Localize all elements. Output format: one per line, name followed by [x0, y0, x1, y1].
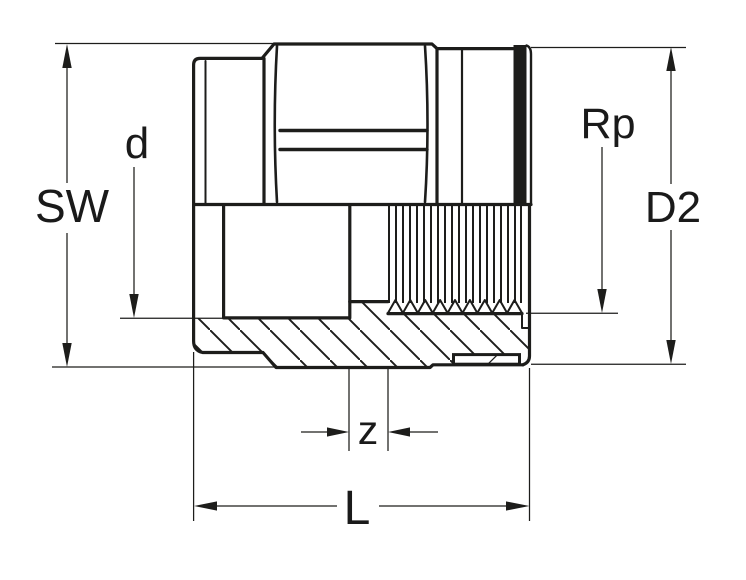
arrow-down-icon — [62, 343, 72, 367]
dimension-label-z: z — [358, 407, 379, 453]
internal-thread-lines — [387, 205, 523, 314]
arrow-left-icon — [388, 427, 410, 437]
arrow-down-icon — [129, 294, 139, 318]
thread-runout-notch — [521, 312, 531, 329]
bottom-groove-detail — [452, 353, 521, 366]
section-outline — [192, 203, 532, 370]
hex-right-arc — [423, 44, 429, 204]
dimension-d2: D2 — [531, 46, 701, 365]
arrow-down-icon — [666, 340, 676, 364]
dimension-label-d2: D2 — [645, 183, 701, 232]
arrow-right-icon — [327, 427, 349, 437]
dimension-rp: Rp — [526, 100, 636, 314]
hex-left-arc — [273, 44, 279, 204]
arrow-right-icon — [506, 501, 530, 511]
arrow-up-icon — [62, 44, 72, 68]
hex-band-lines — [278, 128, 429, 152]
dimension-d: d — [120, 119, 227, 319]
dimension-label-d: d — [125, 119, 149, 168]
dimension-label-l: L — [344, 482, 371, 535]
socket-bore — [222, 203, 352, 320]
arrow-up-icon — [666, 47, 676, 71]
arrow-left-icon — [194, 501, 217, 511]
dimension-label-rp: Rp — [581, 100, 636, 148]
dimension-l: L — [192, 352, 531, 535]
dimension-sw: SW — [35, 42, 278, 368]
dimension-z: z — [301, 369, 438, 453]
thread-profile-zigzag — [387, 299, 523, 314]
dimension-label-sw: SW — [35, 180, 110, 232]
end-ring-bar — [513, 45, 527, 204]
fitting-body-outline — [192, 42, 533, 207]
arrow-down-icon — [597, 289, 607, 313]
